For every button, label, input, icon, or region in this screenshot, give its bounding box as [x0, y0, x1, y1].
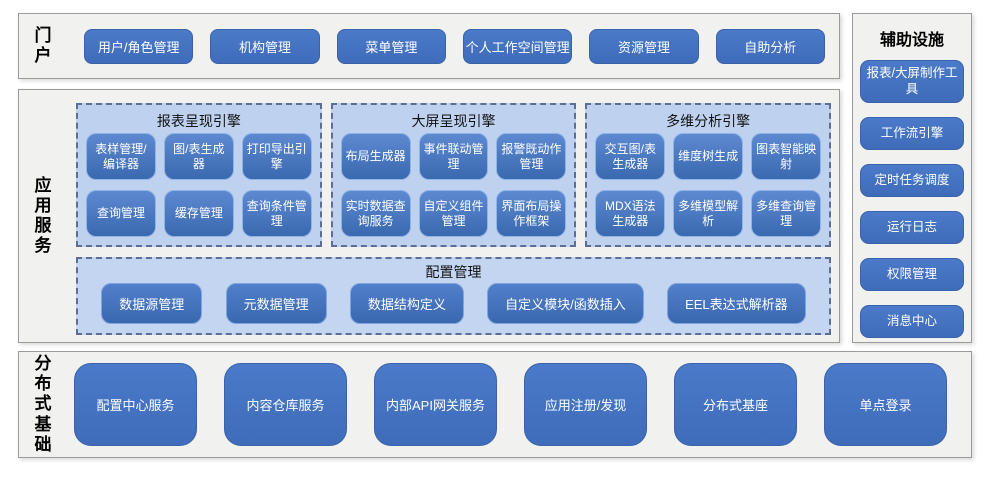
auxiliary-section: 辅助设施 报表/大屏制作工具 工作流引擎 定时任务调度 运行日志 权限管理 消息…: [852, 13, 972, 343]
engine-button[interactable]: 查询管理: [86, 190, 156, 237]
portal-section: 门户 用户/角色管理 机构管理 菜单管理 个人工作空间管理 资源管理 自助分析: [18, 13, 840, 79]
engine-title: 多维分析引擎: [666, 113, 751, 129]
engine-button[interactable]: 图表智能映射: [751, 133, 822, 180]
config-button[interactable]: 数据源管理: [101, 283, 203, 324]
config-management-box: 配置管理 数据源管理 元数据管理 数据结构定义 自定义模块/函数插入 EEL表达…: [76, 257, 831, 335]
foundation-button-row: 配置中心服务 内容仓库服务 内部API网关服务 应用注册/发现 分布式基座 单点…: [54, 363, 971, 446]
app-services-content: 报表呈现引擎 表样管理/编译器 图/表生成器 打印导出引擎 查询管理 缓存管理 …: [54, 90, 839, 342]
engine-grid: 布局生成器 事件联动管理 报警既动作管理 实时数据查询服务 自定义组件管理 界面…: [340, 133, 567, 237]
bigscreen-engine-box: 大屏呈现引擎 布局生成器 事件联动管理 报警既动作管理 实时数据查询服务 自定义…: [330, 103, 577, 247]
portal-button[interactable]: 机构管理: [210, 28, 320, 64]
engine-button[interactable]: MDX语法生成器: [595, 190, 666, 237]
engine-button[interactable]: 多维模型解析: [673, 190, 744, 237]
config-button[interactable]: 元数据管理: [225, 283, 327, 324]
engine-button[interactable]: 图/表生成器: [163, 133, 234, 180]
portal-button[interactable]: 用户/角色管理: [84, 28, 194, 64]
portal-button[interactable]: 资源管理: [589, 28, 699, 64]
olap-engine-box: 多维分析引擎 交互图/表生成器 维度树生成 图表智能映射 MDX语法生成器 多维…: [585, 103, 832, 247]
auxiliary-button[interactable]: 消息中心: [860, 304, 964, 338]
engine-title: 大屏呈现引擎: [411, 113, 496, 129]
auxiliary-button-column: 报表/大屏制作工具 工作流引擎 定时任务调度 运行日志 权限管理 消息中心: [853, 60, 971, 338]
engine-grid: 交互图/表生成器 维度树生成 图表智能映射 MDX语法生成器 多维模型解析 多维…: [595, 133, 822, 237]
engine-button[interactable]: 界面布局操作框架: [496, 190, 567, 237]
foundation-button[interactable]: 应用注册/发现: [524, 363, 647, 446]
app-services-section-label: 应用服务: [34, 175, 52, 256]
engine-title: 报表呈现引擎: [156, 113, 241, 129]
config-button[interactable]: 自定义模块/函数插入: [487, 283, 644, 324]
auxiliary-button[interactable]: 报表/大屏制作工具: [860, 60, 964, 103]
config-button[interactable]: EEL表达式解析器: [667, 283, 806, 324]
auxiliary-button[interactable]: 定时任务调度: [860, 163, 964, 197]
report-engine-box: 报表呈现引擎 表样管理/编译器 图/表生成器 打印导出引擎 查询管理 缓存管理 …: [76, 103, 322, 247]
app-services-section: 应用服务 报表呈现引擎 表样管理/编译器 图/表生成器 打印导出引擎 查询管理 …: [18, 89, 840, 343]
engine-button[interactable]: 打印导出引擎: [241, 133, 312, 180]
engine-button[interactable]: 自定义组件管理: [418, 190, 489, 237]
engine-button[interactable]: 维度树生成: [673, 133, 744, 180]
foundation-section-label: 分布式基础: [34, 354, 52, 454]
foundation-button[interactable]: 配置中心服务: [74, 363, 197, 446]
engine-button[interactable]: 表样管理/编译器: [86, 133, 156, 180]
engine-button[interactable]: 事件联动管理: [418, 133, 489, 180]
auxiliary-button[interactable]: 权限管理: [860, 257, 964, 291]
foundation-button[interactable]: 内部API网关服务: [374, 363, 497, 446]
engine-grid: 表样管理/编译器 图/表生成器 打印导出引擎 查询管理 缓存管理 查询条件管理: [86, 133, 312, 237]
foundation-button[interactable]: 单点登录: [824, 363, 947, 446]
engine-button[interactable]: 缓存管理: [163, 190, 234, 237]
portal-button[interactable]: 个人工作空间管理: [462, 28, 573, 64]
portal-section-label: 门户: [34, 25, 52, 65]
config-button-row: 数据源管理 元数据管理 数据结构定义 自定义模块/函数插入 EEL表达式解析器: [88, 283, 819, 324]
portal-button[interactable]: 菜单管理: [336, 28, 446, 64]
portal-button[interactable]: 自助分析: [715, 28, 825, 64]
auxiliary-section-title: 辅助设施: [879, 32, 944, 49]
engine-row: 报表呈现引擎 表样管理/编译器 图/表生成器 打印导出引擎 查询管理 缓存管理 …: [76, 103, 832, 247]
engine-button[interactable]: 实时数据查询服务: [340, 190, 411, 237]
foundation-button[interactable]: 分布式基座: [674, 363, 797, 446]
engine-button[interactable]: 报警既动作管理: [496, 133, 567, 180]
auxiliary-button[interactable]: 运行日志: [860, 210, 964, 244]
foundation-button[interactable]: 内容仓库服务: [224, 363, 347, 446]
auxiliary-button[interactable]: 工作流引擎: [860, 116, 964, 150]
config-button[interactable]: 数据结构定义: [349, 283, 464, 324]
foundation-section: 分布式基础 配置中心服务 内容仓库服务 内部API网关服务 应用注册/发现 分布…: [18, 351, 972, 458]
engine-button[interactable]: 查询条件管理: [241, 190, 312, 237]
config-title: 配置管理: [425, 264, 482, 280]
engine-button[interactable]: 多维查询管理: [751, 190, 822, 237]
engine-button[interactable]: 布局生成器: [340, 133, 411, 180]
portal-button-row: 用户/角色管理 机构管理 菜单管理 个人工作空间管理 资源管理 自助分析: [54, 28, 839, 64]
engine-button[interactable]: 交互图/表生成器: [595, 133, 666, 180]
